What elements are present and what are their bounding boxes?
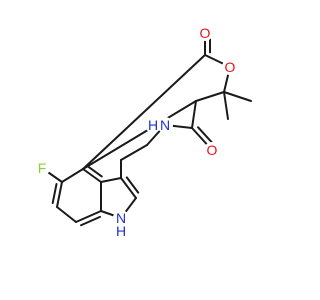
- atom-n-amide: N: [160, 117, 170, 133]
- atom-o-amide-bg: [204, 142, 220, 158]
- bond-c2-me2: [223, 91, 229, 120]
- atom-o-lactone-carbonyl: O: [200, 25, 211, 41]
- bond-c7-c7a-b: [80, 215, 102, 227]
- atom-n-indole-bg: [113, 210, 129, 226]
- bond-c7-c7a-a: [75, 210, 102, 223]
- atom-f: F: [38, 160, 47, 176]
- bond-c4-c5: [61, 168, 84, 183]
- bond-c3-c2: [195, 91, 225, 102]
- bond-c5-c6-b: [51, 183, 58, 205]
- bond-amide-c-o-b: [197, 126, 215, 145]
- background: [0, 0, 300, 300]
- bond-c3i-c2i-b: [125, 176, 140, 194]
- bond-c5-c6-a: [56, 181, 63, 208]
- atom-h-indole-bg: [113, 223, 129, 239]
- bond-c5-c4: [82, 54, 206, 170]
- bond-c2-me1: [223, 91, 252, 102]
- atom-o-lactone-carbonyl-bg: [197, 25, 213, 41]
- atom-h-amide-bg: [145, 117, 161, 133]
- bond-c3a-c4-a: [82, 168, 102, 183]
- atom-o-ring: O: [225, 59, 236, 75]
- atom-h-indole: H: [116, 223, 126, 239]
- atom-f-bg: [34, 160, 50, 176]
- bond-c3a-c3i: [100, 177, 122, 183]
- bond-c3i-c2i-a: [120, 177, 137, 199]
- bond-c3a-c4-b: [87, 165, 103, 178]
- atom-n-amide-bg: [157, 117, 173, 133]
- atom-n-indole: N: [116, 210, 126, 226]
- atom-o-amide: O: [207, 142, 218, 158]
- atom-h-amide: H: [148, 117, 158, 133]
- atom-o-ring-bg: [222, 59, 238, 75]
- bond-c6-c7: [56, 206, 77, 223]
- bond-ca-cb: [120, 144, 148, 161]
- bond-c3-camide: [191, 100, 197, 129]
- bond-c4-c3: [82, 100, 197, 170]
